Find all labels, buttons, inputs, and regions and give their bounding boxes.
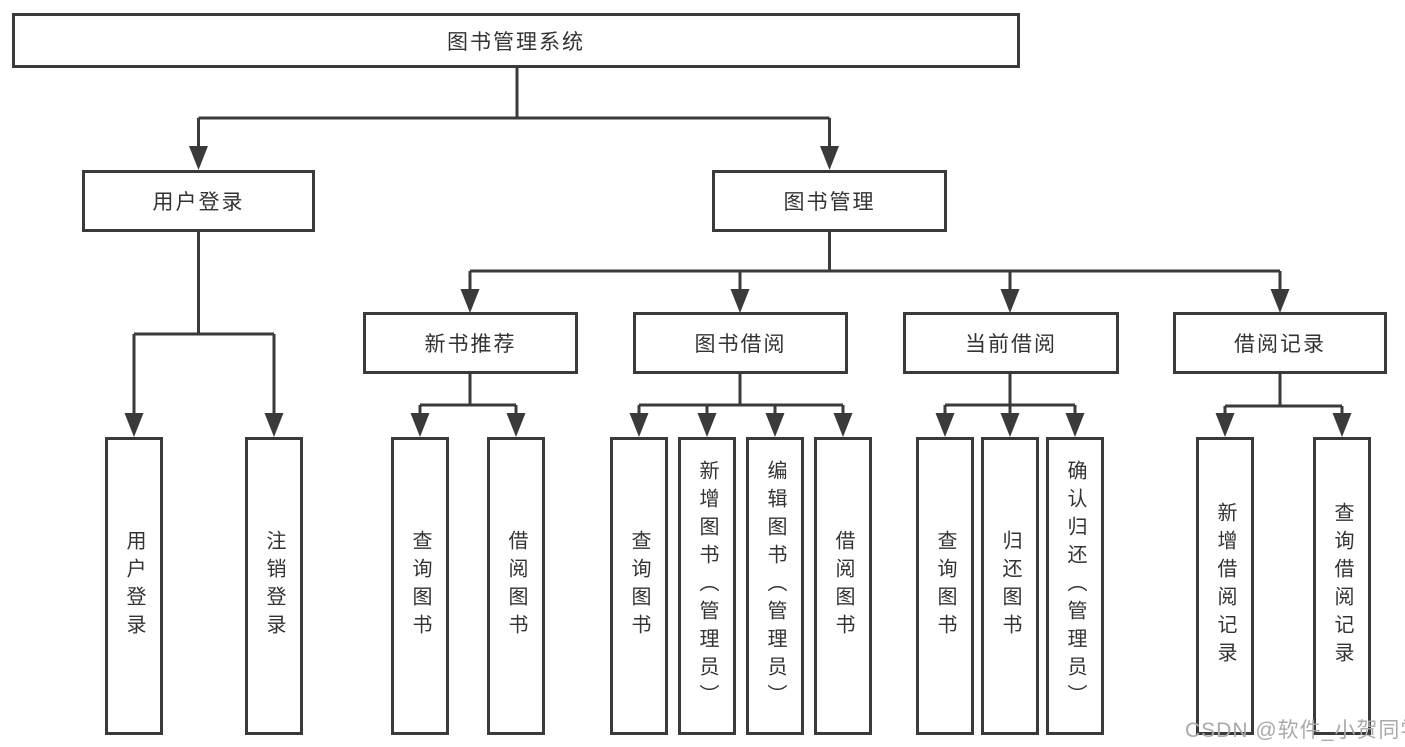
leaf-logout: 注销登录 [245,437,303,735]
leaf-add-borrow-record-label: 新增借阅记录 [1214,502,1236,670]
node-new-book-recommend: 新书推荐 [363,312,578,374]
leaf-borrow-books-borrowing-label: 借阅图书 [832,530,854,642]
leaf-query-books-current-label: 查询图书 [934,530,956,642]
node-user-login: 用户登录 [82,170,315,232]
node-current-borrowing: 当前借阅 [903,312,1119,374]
leaf-logout-label: 注销登录 [263,530,285,642]
node-book-management-label: 图书管理 [783,191,876,214]
leaf-edit-books-admin: 编辑图书（管理员） [746,437,804,735]
node-current-borrowing-label: 当前借阅 [965,333,1057,356]
leaf-query-books-current: 查询图书 [916,437,974,735]
csdn-watermark: CSDN @软件_小贺同学 [1185,719,1405,742]
leaf-add-borrow-record: 新增借阅记录 [1196,437,1254,735]
leaf-borrow-books-borrowing: 借阅图书 [814,437,872,735]
node-borrow-records-label: 借阅记录 [1234,333,1326,356]
leaf-user-login-label: 用户登录 [123,530,145,642]
node-book-borrowing-label: 图书借阅 [694,333,787,356]
leaf-add-books-admin: 新增图书（管理员） [678,437,736,735]
node-book-management: 图书管理 [712,170,947,232]
leaf-query-borrow-record: 查询借阅记录 [1313,437,1371,735]
leaf-borrow-books-recommend: 借阅图书 [487,437,545,735]
leaf-borrow-books-recommend-label: 借阅图书 [505,530,527,642]
leaf-edit-books-admin-label: 编辑图书（管理员） [764,460,786,712]
leaf-return-books: 归还图书 [981,437,1039,735]
node-library-system: 图书管理系统 [12,13,1020,68]
leaf-confirm-return-admin-label: 确认归还（管理员） [1064,460,1086,712]
node-library-system-label: 图书管理系统 [447,30,585,54]
leaf-query-books-borrowing: 查询图书 [610,437,668,735]
leaf-query-books-recommend-label: 查询图书 [409,530,431,642]
node-borrow-records: 借阅记录 [1173,312,1387,374]
node-user-login-label: 用户登录 [152,191,245,214]
node-new-book-recommend-label: 新书推荐 [424,333,517,356]
leaf-add-books-admin-label: 新增图书（管理员） [696,460,718,712]
leaf-return-books-label: 归还图书 [999,530,1021,642]
leaf-user-login: 用户登录 [105,437,163,735]
node-book-borrowing: 图书借阅 [633,312,848,374]
leaf-query-books-borrowing-label: 查询图书 [628,530,650,642]
leaf-query-borrow-record-label: 查询借阅记录 [1331,502,1353,670]
leaf-confirm-return-admin: 确认归还（管理员） [1046,437,1104,735]
leaf-query-books-recommend: 查询图书 [391,437,449,735]
